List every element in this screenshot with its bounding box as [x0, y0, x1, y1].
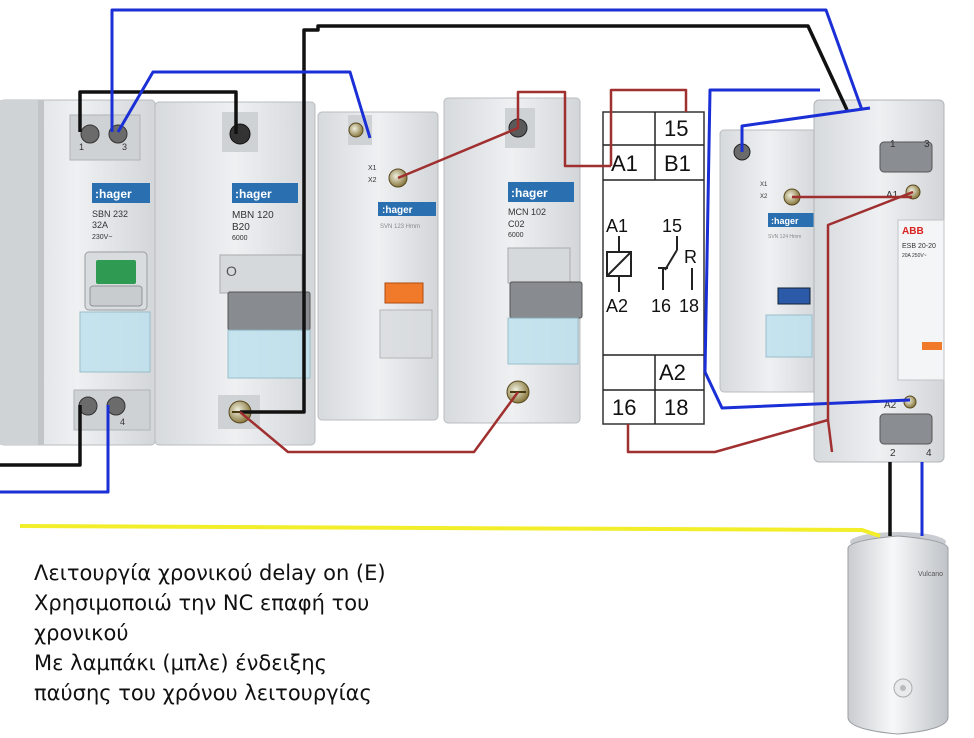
mcn-102-breaker: :hager MCN 102 C02 6000 [443, 97, 583, 424]
abb-esb-contactor: 1 3 A1 ABB ESB 20-20 20A 250V~ A2 2 4 [813, 99, 945, 463]
water-heater: Vulcano [847, 532, 949, 735]
mbn-model: MBN 120 [232, 210, 274, 221]
svg-text:O: O [226, 263, 237, 279]
timer-term-b1: B1 [664, 151, 691, 176]
esb-term-3: 3 [924, 139, 930, 150]
wire-blue-a2-bottom [703, 371, 911, 410]
wire-yellow-earth [19, 524, 881, 538]
timer-sym-18: 18 [679, 296, 699, 316]
svn1-x2: X2 [368, 177, 377, 184]
timer-sym-16: 16 [651, 296, 671, 316]
svn2-model: SVN 124 Hmm [768, 234, 801, 240]
wire-red-svn-mcn [397, 90, 611, 180]
wire-black-sbn-mbn [78, 90, 238, 134]
svn1-brand: :hager [382, 205, 413, 216]
caption-line-3: χρονικού [34, 621, 129, 645]
wires-blue [0, 8, 924, 536]
esb-term-1: 1 [890, 139, 896, 150]
timer-term-18: 18 [664, 395, 688, 420]
svn2-x1: X1 [760, 182, 768, 188]
esb-brand: ABB [902, 226, 924, 237]
caption-line-5: παύσης του χρόνου λειτουργίας [34, 681, 372, 705]
mbn-120-breaker: :hager MBN 120 B20 6000 O [154, 101, 316, 446]
esb-model: ESB 20-20 [902, 243, 936, 250]
mcn-rating: C02 [508, 219, 525, 229]
mcn-code: 6000 [508, 232, 524, 239]
sbn-model: SBN 232 [92, 209, 128, 219]
wire-red-mbn-mcn [239, 391, 520, 454]
caption-text: Λειτουργία χρονικού delay on (E) Χρησιμο… [34, 558, 454, 708]
wire-blue-sbn-top [110, 8, 864, 132]
timer-labels: 15 A1 B1 A1 15 R A2 16 18 A2 16 18 [606, 116, 699, 420]
wire-blue-svn2 [740, 106, 871, 152]
wire-red-15 [609, 88, 688, 166]
svn1-model: SVN 123 Hmm [380, 224, 420, 230]
wire-black-sbn-out [0, 405, 82, 467]
esb-term-2: 2 [890, 448, 896, 459]
wire-blue-sbn-out [0, 405, 110, 494]
svn-123-lamp: X1 X2 :hager SVN 123 Hmm [317, 111, 439, 421]
caption-line-1: Λειτουργία χρονικού delay on (E) [34, 561, 386, 585]
wire-red-esb-a2 [826, 419, 834, 453]
esb-term-a1: A1 [886, 190, 899, 201]
mcn-model: MCN 102 [508, 207, 546, 217]
wires-red [239, 88, 914, 454]
mbn-rating: B20 [232, 222, 250, 233]
mbn-brand: :hager [235, 187, 272, 201]
svn1-x1: X1 [368, 165, 377, 172]
wire-red-16 [626, 190, 914, 454]
timer-term-15: 15 [664, 116, 688, 141]
timer-sym-15: 15 [662, 216, 682, 236]
caption-line-4: Με λαμπάκι (μπλε) ένδειξης [34, 651, 327, 675]
timer-sym-r: R [684, 247, 697, 267]
sbn-brand: :hager [95, 187, 132, 201]
mbn-code: 6000 [232, 235, 248, 242]
timer-sym-a2: A2 [606, 296, 628, 316]
timer-term-a1: A1 [611, 151, 638, 176]
sbn-term-3: 3 [122, 142, 127, 152]
caption-line-2: Χρησιμοποιώ την NC επαφή του [34, 591, 370, 615]
svn2-brand: :hager [771, 216, 799, 226]
wire-blue-a2 [703, 88, 820, 373]
esb-term-a2: A2 [884, 400, 897, 411]
timer-term-a2: A2 [659, 360, 686, 385]
sbn-rating: 32A [92, 220, 108, 230]
sbn-term-1: 1 [79, 142, 84, 152]
sbn-term-4: 4 [120, 417, 125, 427]
timer-term-16: 16 [612, 395, 636, 420]
heater-brand: Vulcano [918, 571, 943, 578]
timer-relay-schematic [602, 111, 705, 425]
timer-sym-a1: A1 [606, 216, 628, 236]
wire-blue-sbn-svn [116, 70, 372, 139]
wire-black-mbn-esb [240, 24, 849, 414]
wires-black [0, 24, 892, 536]
esb-spec: 20A 250V~ [902, 253, 927, 259]
mcn-brand: :hager [511, 186, 548, 200]
esb-term-4: 4 [926, 448, 932, 459]
svn-124-lamp: X1 X2 :hager SVN 124 Hmm [719, 129, 821, 393]
sbn-232-isolator: 1 3 :hager SBN 232 32A 230V~ 4 [0, 99, 156, 446]
svn2-x2: X2 [760, 194, 768, 200]
sbn-voltage: 230V~ [92, 234, 112, 241]
